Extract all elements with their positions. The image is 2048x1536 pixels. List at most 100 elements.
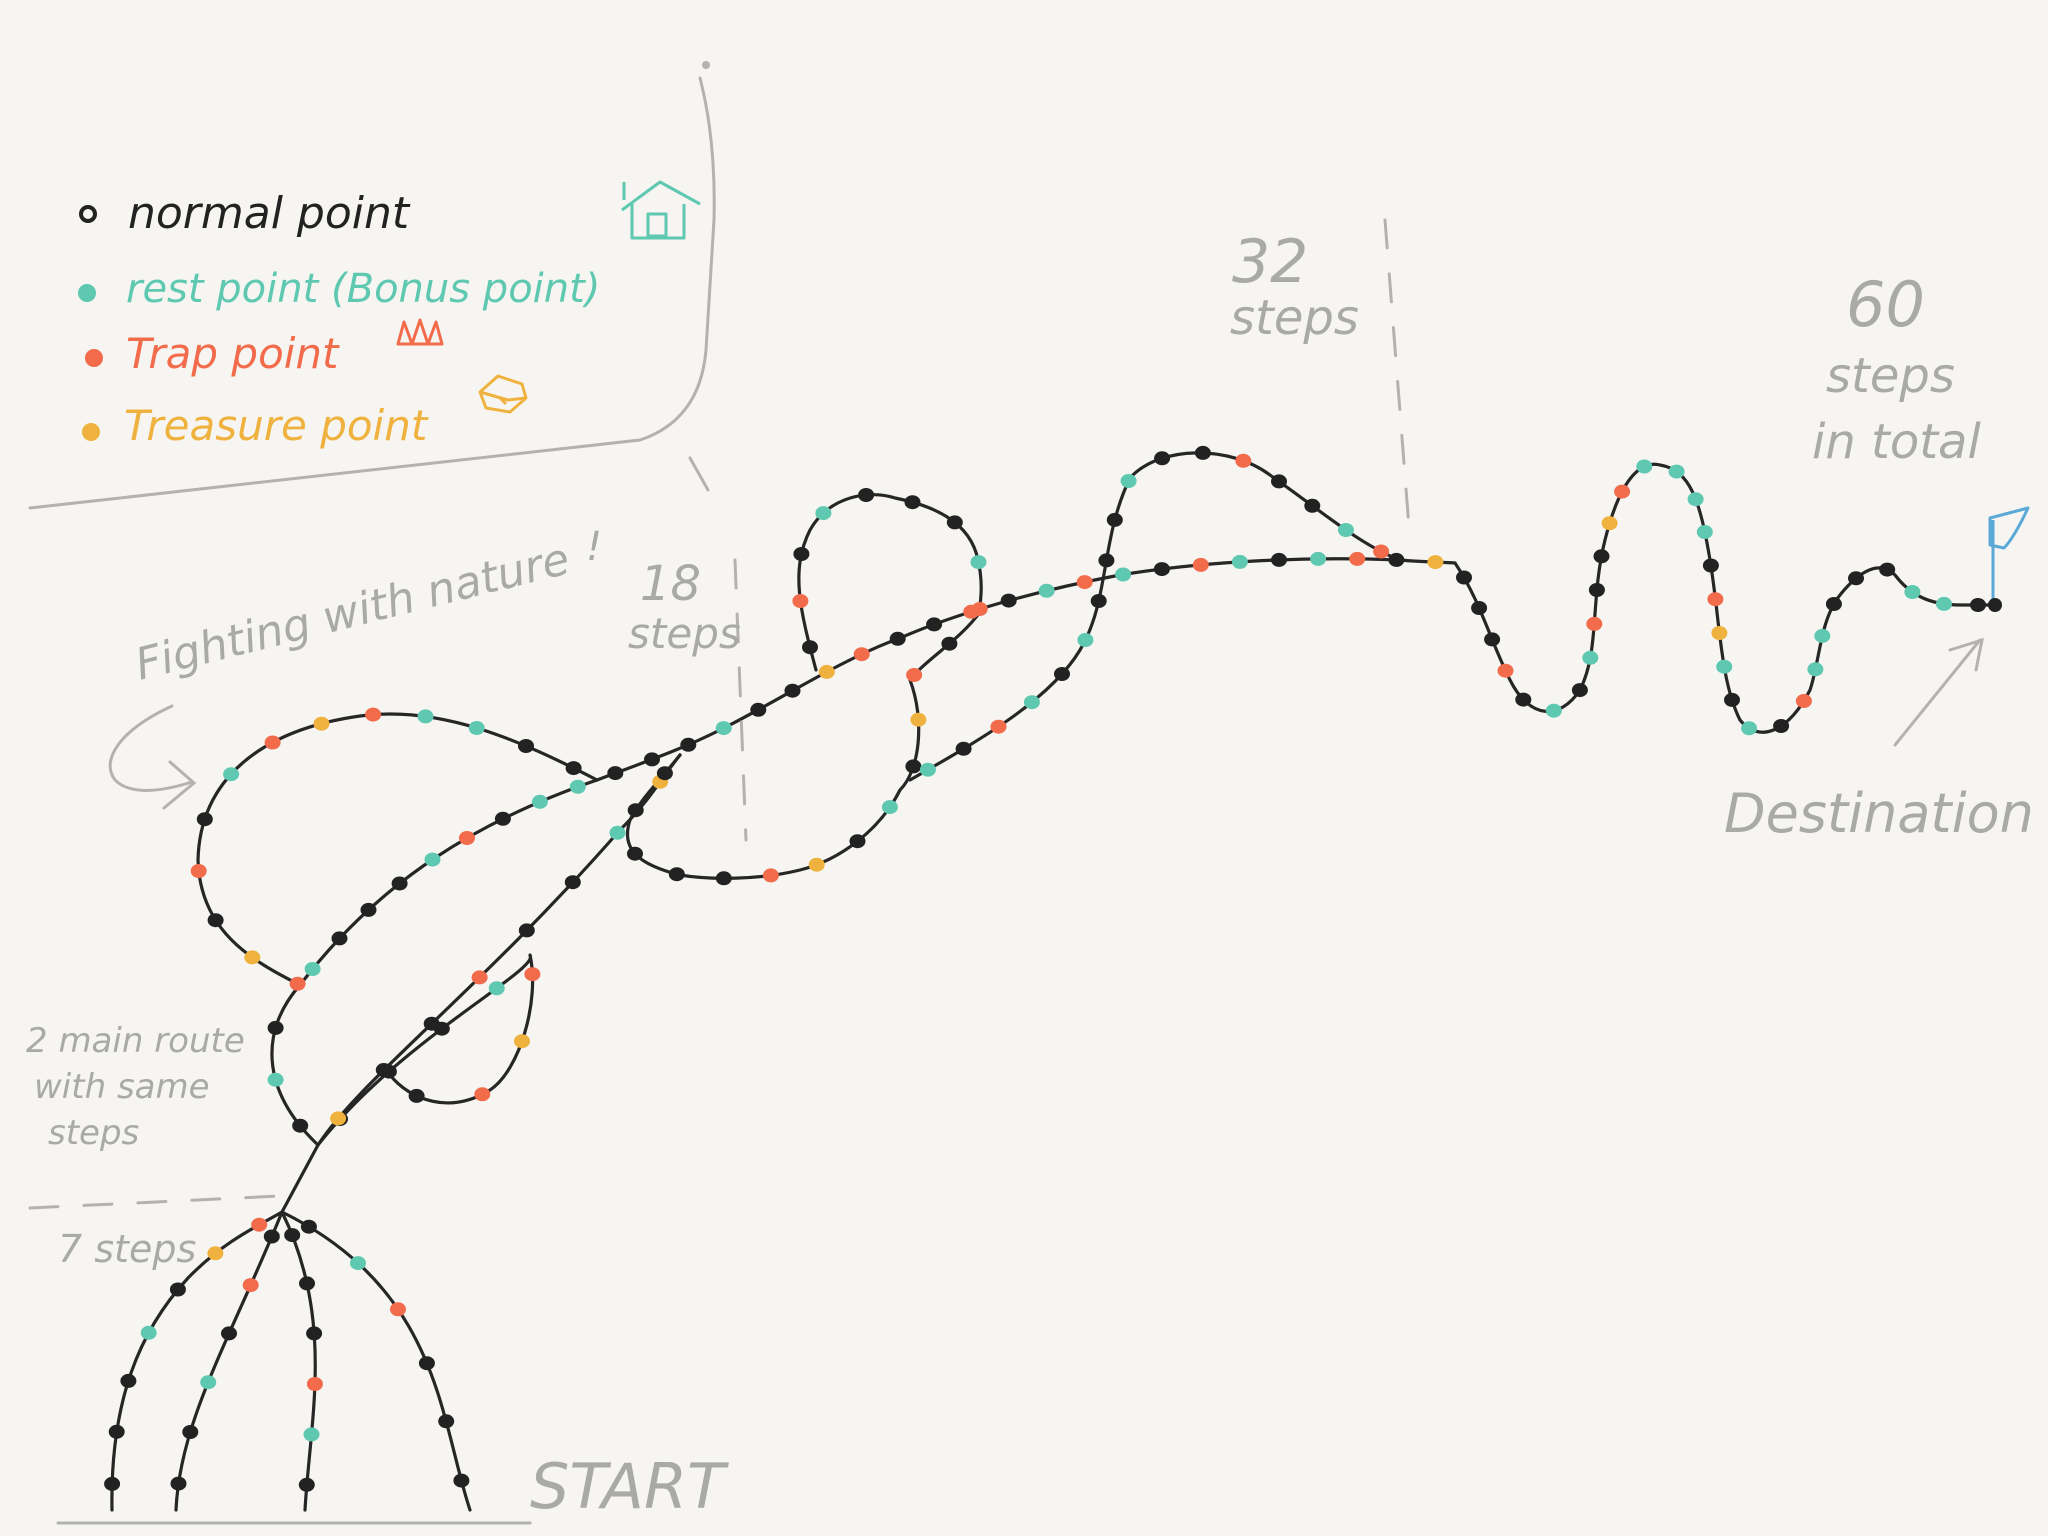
left-route-b-point xyxy=(531,794,548,809)
waves-point xyxy=(1904,585,1921,599)
waves-point xyxy=(1571,683,1588,698)
waves-point xyxy=(1545,703,1562,718)
small-loop xyxy=(316,953,535,1147)
big-hill-point xyxy=(1194,445,1211,460)
upper-loop-point xyxy=(715,871,732,886)
middle-route-point xyxy=(750,702,767,717)
trunk-to-loop xyxy=(316,753,682,1147)
treasure-chest-icon xyxy=(478,374,528,414)
middle-route-point xyxy=(715,721,732,736)
seven-steps-label: 7 steps xyxy=(58,1227,196,1271)
trunk-to-loop-point xyxy=(375,1063,392,1077)
upper-loop-point xyxy=(971,602,988,616)
start-branch-1-point xyxy=(120,1373,137,1388)
left-route-a-point xyxy=(565,761,582,776)
left-route-a-point xyxy=(417,709,434,724)
upper-loop xyxy=(625,493,983,880)
big-hill-point xyxy=(1235,453,1252,468)
small-loop-point xyxy=(408,1088,425,1103)
left-route-b-point xyxy=(304,962,321,976)
house-icon xyxy=(621,180,701,240)
start-branch-2-point xyxy=(182,1425,199,1439)
middle-route-point xyxy=(889,631,906,646)
trunk-to-loop-point xyxy=(564,875,581,890)
fighting-mark: ! xyxy=(586,524,602,570)
middle-route-point xyxy=(1000,593,1017,608)
trunk-to-loop-point xyxy=(471,970,488,985)
middle-route-point xyxy=(1388,552,1405,567)
waves-point xyxy=(1711,626,1728,640)
middle-route-point xyxy=(818,664,835,679)
waves-point xyxy=(1936,596,1952,611)
upper-loop-point xyxy=(762,868,779,883)
small-loop-point xyxy=(474,1087,491,1102)
thirtytwo-steps-divider xyxy=(1383,218,1412,542)
upper-loop-point xyxy=(815,506,832,521)
legend-rest-dot xyxy=(78,284,96,302)
small-loop-point xyxy=(524,967,541,982)
start-branch-4-point xyxy=(350,1256,366,1271)
left-route-a-point xyxy=(289,976,306,991)
small-loop-point xyxy=(514,1034,530,1049)
waves-point xyxy=(1636,459,1653,474)
start-branch-3-point xyxy=(299,1276,315,1291)
middle-route-point xyxy=(1310,551,1327,566)
waves-point xyxy=(1515,692,1532,707)
big-hill-point xyxy=(919,762,936,777)
middle-route-point xyxy=(607,766,624,781)
big-hill-point xyxy=(1304,498,1321,513)
waves-point xyxy=(1456,570,1472,585)
small-loop-point xyxy=(488,981,505,996)
upper-loop-point xyxy=(627,846,643,861)
upper-loop-point xyxy=(849,834,866,849)
legend-box-border xyxy=(28,76,716,510)
big-hill xyxy=(908,451,1402,782)
middle-route-point xyxy=(1231,554,1248,569)
waves-point xyxy=(1773,719,1790,733)
sixty-steps-label: steps xyxy=(1826,348,1955,404)
middle-route-point xyxy=(644,752,660,767)
legend-trap-dot xyxy=(85,349,103,367)
left-route-a-point xyxy=(313,716,330,731)
big-hill-point xyxy=(1090,594,1107,608)
thirtytwo-steps-number: 32 xyxy=(1232,227,1308,297)
middle-route-point xyxy=(1349,551,1366,566)
sixty-total-label: in total xyxy=(1812,414,1981,470)
legend-normal-dot xyxy=(79,205,97,223)
start-branch-2-point xyxy=(200,1375,217,1390)
middle-route-point xyxy=(1192,557,1209,572)
start-branch-4-point xyxy=(438,1414,455,1429)
big-hill-point xyxy=(955,741,972,756)
big-hill-point xyxy=(1098,553,1115,568)
waves-point xyxy=(1807,662,1824,677)
start-branch-2-point xyxy=(221,1326,237,1341)
waves-point xyxy=(1588,583,1605,597)
middle-route-point xyxy=(1076,575,1093,590)
big-hill-point xyxy=(1054,667,1070,681)
start-branch-3-point xyxy=(284,1228,301,1243)
left-route-a-point xyxy=(244,950,261,965)
upper-loop-point xyxy=(802,640,818,655)
start-branch-3-point xyxy=(298,1477,315,1492)
upper-loop-point xyxy=(627,803,644,818)
left-route-b-point xyxy=(569,779,586,794)
left-route-b-point xyxy=(331,931,348,946)
start-branch-4-point xyxy=(418,1356,435,1371)
waves-point xyxy=(1601,516,1618,531)
start-branch-2-point xyxy=(242,1278,259,1293)
big-hill-point xyxy=(1373,544,1390,559)
middle-route-point xyxy=(1153,562,1170,577)
upper-loop-point xyxy=(906,668,923,682)
big-hill-point xyxy=(990,719,1007,734)
left-route-a-point xyxy=(365,707,382,722)
left-route-a-point xyxy=(267,1020,284,1035)
middle-route-point xyxy=(680,737,697,752)
left-route-a xyxy=(196,712,599,1147)
upper-loop-point xyxy=(904,495,921,510)
middle-route-point xyxy=(1038,583,1055,598)
big-hill-point xyxy=(1337,523,1354,537)
start-branch-4-point xyxy=(390,1302,406,1317)
destination-arrow xyxy=(1893,637,1984,747)
upper-loop-point xyxy=(910,712,927,727)
